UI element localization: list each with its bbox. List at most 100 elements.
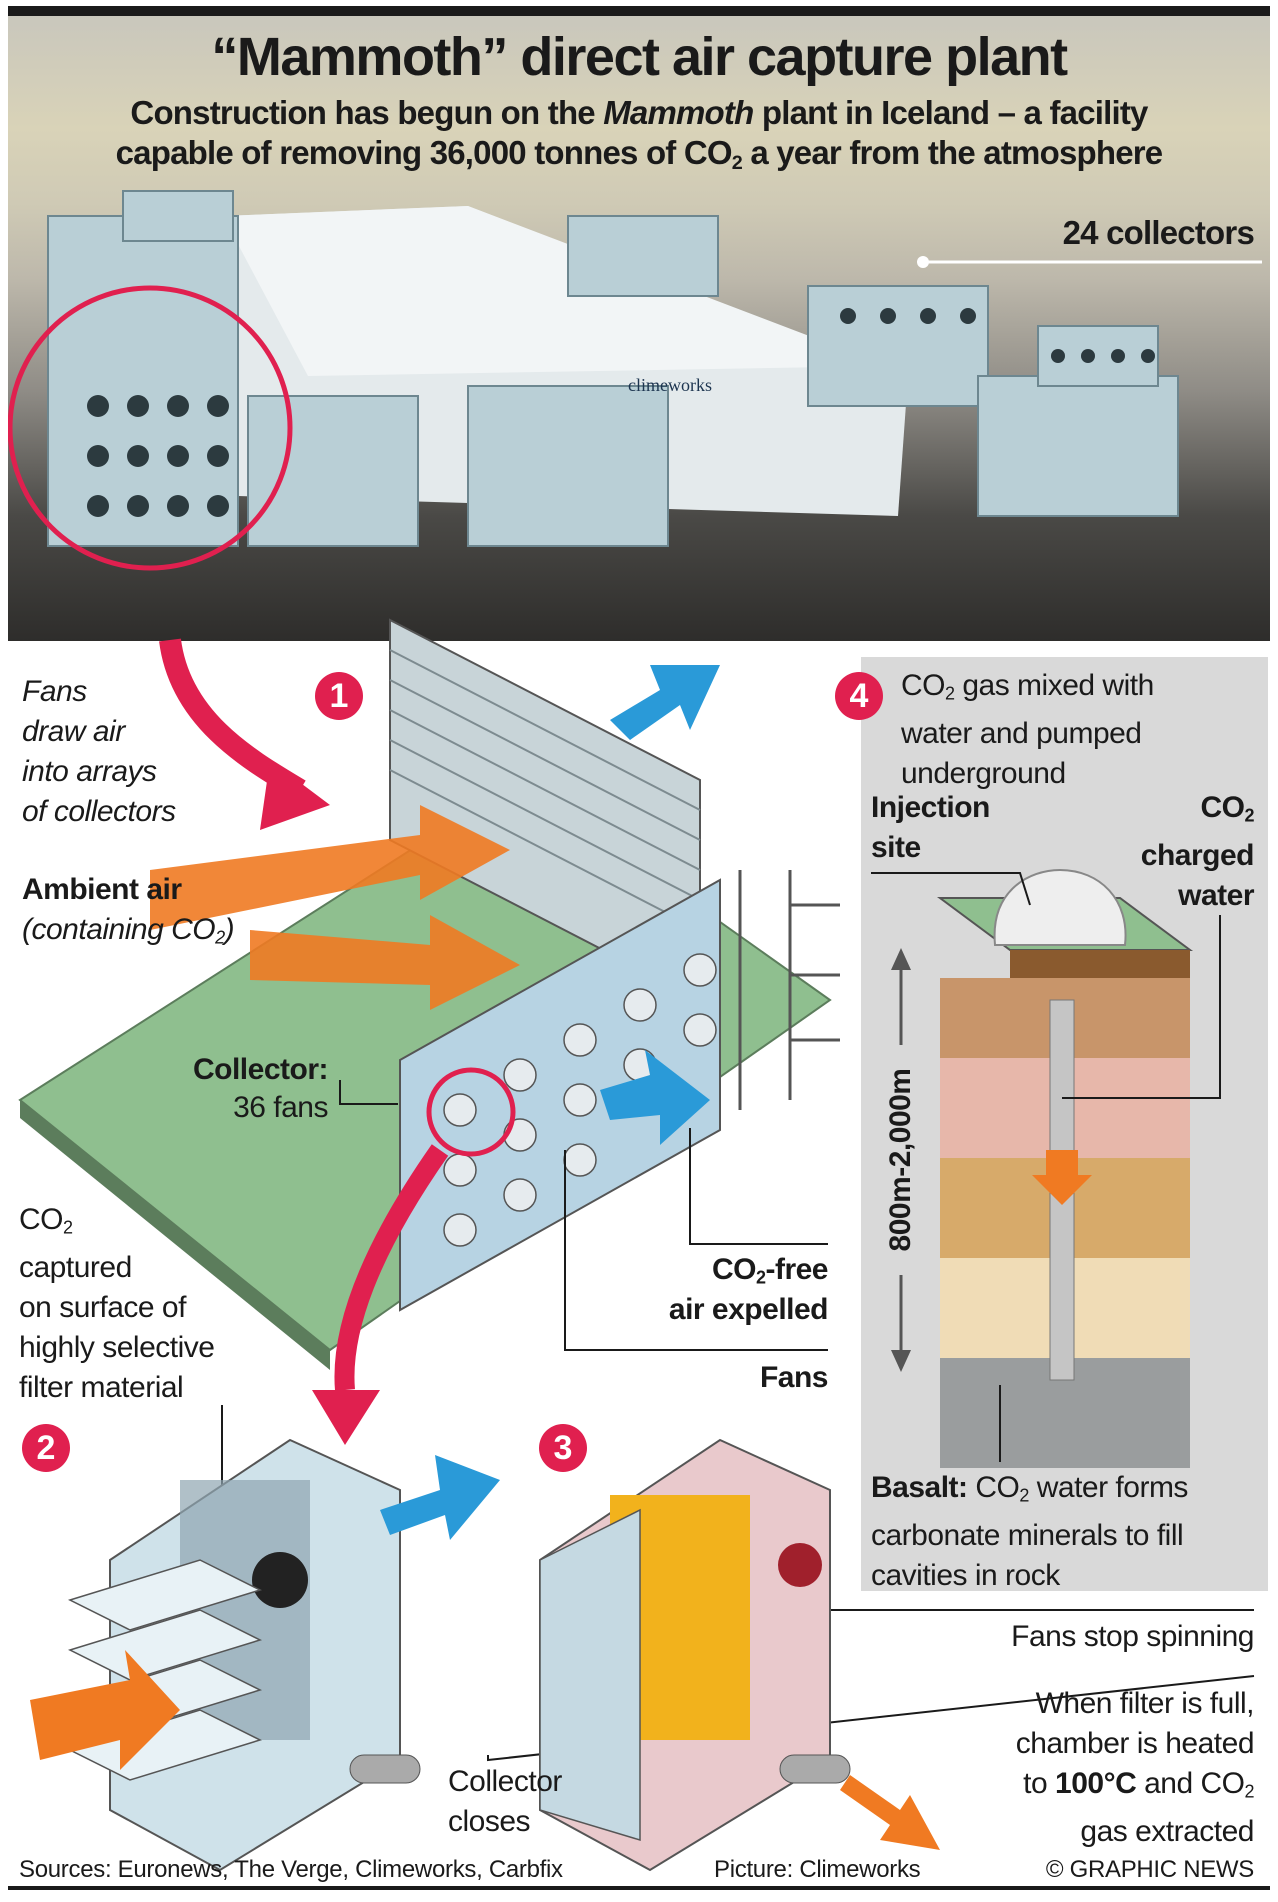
collector-stack [247, 395, 419, 547]
note-line: Injection [871, 791, 990, 824]
label-text: CO [711, 1253, 757, 1286]
label-text: -free [765, 1253, 828, 1286]
note-line: water [1178, 878, 1254, 912]
subscript: 2 [1244, 805, 1254, 826]
basalt-label: Basalt: [871, 1471, 968, 1504]
fans-label: Fans [759, 1361, 829, 1394]
climeworks-sign: climeworks [628, 375, 712, 395]
bottom-rule [8, 1886, 1270, 1890]
label-text: to [1023, 1767, 1056, 1800]
step-3-badge: 3 [539, 1424, 587, 1472]
zoom-arrow-2 [334, 1144, 449, 1391]
note-line: on surface of [19, 1290, 186, 1324]
label-text: CO [1200, 791, 1245, 824]
closed-louvres [539, 1508, 641, 1842]
step4-leader-lines [871, 872, 1221, 1462]
co2-out-arrow [840, 1775, 940, 1850]
collector-stack [47, 215, 239, 547]
subtitle-emphasis: Mammoth [603, 94, 754, 131]
sources-credit: Sources: Euronews, The Verge, Climeworks… [19, 1856, 563, 1883]
label-text: CO [901, 669, 946, 702]
note-line: charged [1140, 838, 1255, 872]
scaffold-tower [738, 870, 840, 1110]
injection-dome [993, 868, 1127, 946]
collector-stack [567, 215, 719, 297]
label-text: and CO [1136, 1767, 1245, 1800]
air-expelled-label: air expelled [668, 1293, 829, 1326]
label-text: gas mixed with [954, 669, 1154, 702]
highlight-circle [8, 285, 293, 571]
air-in-arrow [30, 1650, 180, 1770]
basalt-note: Basalt: CO2 water forms carbonate minera… [871, 1468, 1188, 1596]
step-4-badge: 4 [835, 672, 883, 720]
charged-water-label: CO2 charged water [1140, 788, 1255, 916]
subtitle-line-1: Construction has begun on the Mammoth pl… [0, 94, 1278, 132]
exhaust-air-arrow [610, 665, 720, 740]
exhaust-air-arrow [600, 1050, 710, 1145]
note-line: filter material [19, 1370, 184, 1404]
note-line: draw air [22, 715, 125, 748]
note-line: underground [901, 756, 1066, 790]
subscript: 2 [731, 151, 743, 174]
note-line: carbonate minerals to fill [871, 1518, 1184, 1552]
subtitle-text: capable of removing 36,000 tonnes of CO [115, 134, 733, 171]
note-line: Fans [22, 675, 87, 708]
down-arrow [1032, 1150, 1092, 1205]
outlet-pipe [779, 1754, 851, 1784]
note-line: captured [19, 1250, 132, 1284]
subscript: 2 [1019, 1485, 1029, 1506]
collector-stack [122, 190, 234, 242]
subtitle-text: a year from the atmosphere [741, 134, 1163, 171]
label-text: (containing CO [22, 913, 216, 946]
fans-stop-label: Fans stop spinning [1011, 1620, 1254, 1653]
note-line: When filter is full, [1035, 1687, 1255, 1720]
air-out-arrow [380, 1455, 500, 1540]
plant-illustration: climeworks [8, 190, 1262, 571]
note-line: highly selective [19, 1330, 215, 1364]
subscript: 2 [1244, 1781, 1254, 1802]
page-title: “Mammoth” direct air capture plant [211, 27, 1068, 87]
fan-spinning-icon [252, 1552, 308, 1608]
ground-plate-edge [20, 1100, 330, 1370]
collector-stack [467, 385, 669, 547]
label-text: CO [967, 1471, 1020, 1504]
temperature-value: 100°C [1055, 1767, 1137, 1800]
ambient-air-label: Ambient air [22, 873, 182, 906]
label-text: ) [224, 913, 235, 946]
subtitle-text: Construction has begun on the [130, 94, 604, 131]
fan-highlight-circle [426, 1067, 516, 1157]
subscript: 2 [215, 927, 225, 948]
note-line: Basalt: CO2 water forms [871, 1468, 1188, 1516]
ambient-air-arrow [250, 915, 520, 1010]
collector-fans-count: 36 fans [233, 1091, 328, 1124]
plant-photo: climeworks [8, 16, 1270, 641]
subscript: 2 [63, 1217, 73, 1238]
note-line: to 100°C and CO2 [1016, 1764, 1254, 1812]
subtitle-text: plant in Iceland – a facility [753, 94, 1149, 131]
stopped-fan-icon [778, 1543, 822, 1587]
collectors-leader-dot [917, 256, 929, 268]
note-line: site [871, 831, 921, 864]
label-text: water forms [1028, 1471, 1189, 1504]
copyright-credit: © GRAPHIC NEWS [1045, 1856, 1254, 1883]
co2-free-label: CO2-free [711, 1250, 829, 1298]
note-line: CO2 [19, 1200, 214, 1248]
co2-captured-note: CO2 captured on surface of highly select… [19, 1200, 215, 1408]
heated-note: When filter is full, chamber is heated t… [1016, 1684, 1255, 1852]
collector-stack [977, 375, 1179, 517]
injection-site-label: Injection site [871, 788, 990, 868]
note-line: CO2 gas mixed with [901, 666, 1154, 714]
step4-description: CO2 gas mixed with water and pumped unde… [901, 666, 1154, 794]
building-roof [223, 206, 888, 376]
subscript: 2 [945, 683, 955, 704]
subscript: 2 [755, 1267, 766, 1288]
collector-stack [807, 285, 989, 407]
note-line: CO2 [1141, 788, 1254, 836]
note-line: closes [448, 1805, 531, 1838]
fans-note: Fans draw air into arrays of collectors [22, 672, 176, 832]
zoom-arrow-head [312, 1390, 380, 1445]
collector-closes-label: Collector closes [448, 1762, 562, 1842]
note-line: water and pumped [901, 716, 1142, 750]
subtitle-line-2: capable of removing 36,000 tonnes of CO2… [0, 134, 1278, 175]
